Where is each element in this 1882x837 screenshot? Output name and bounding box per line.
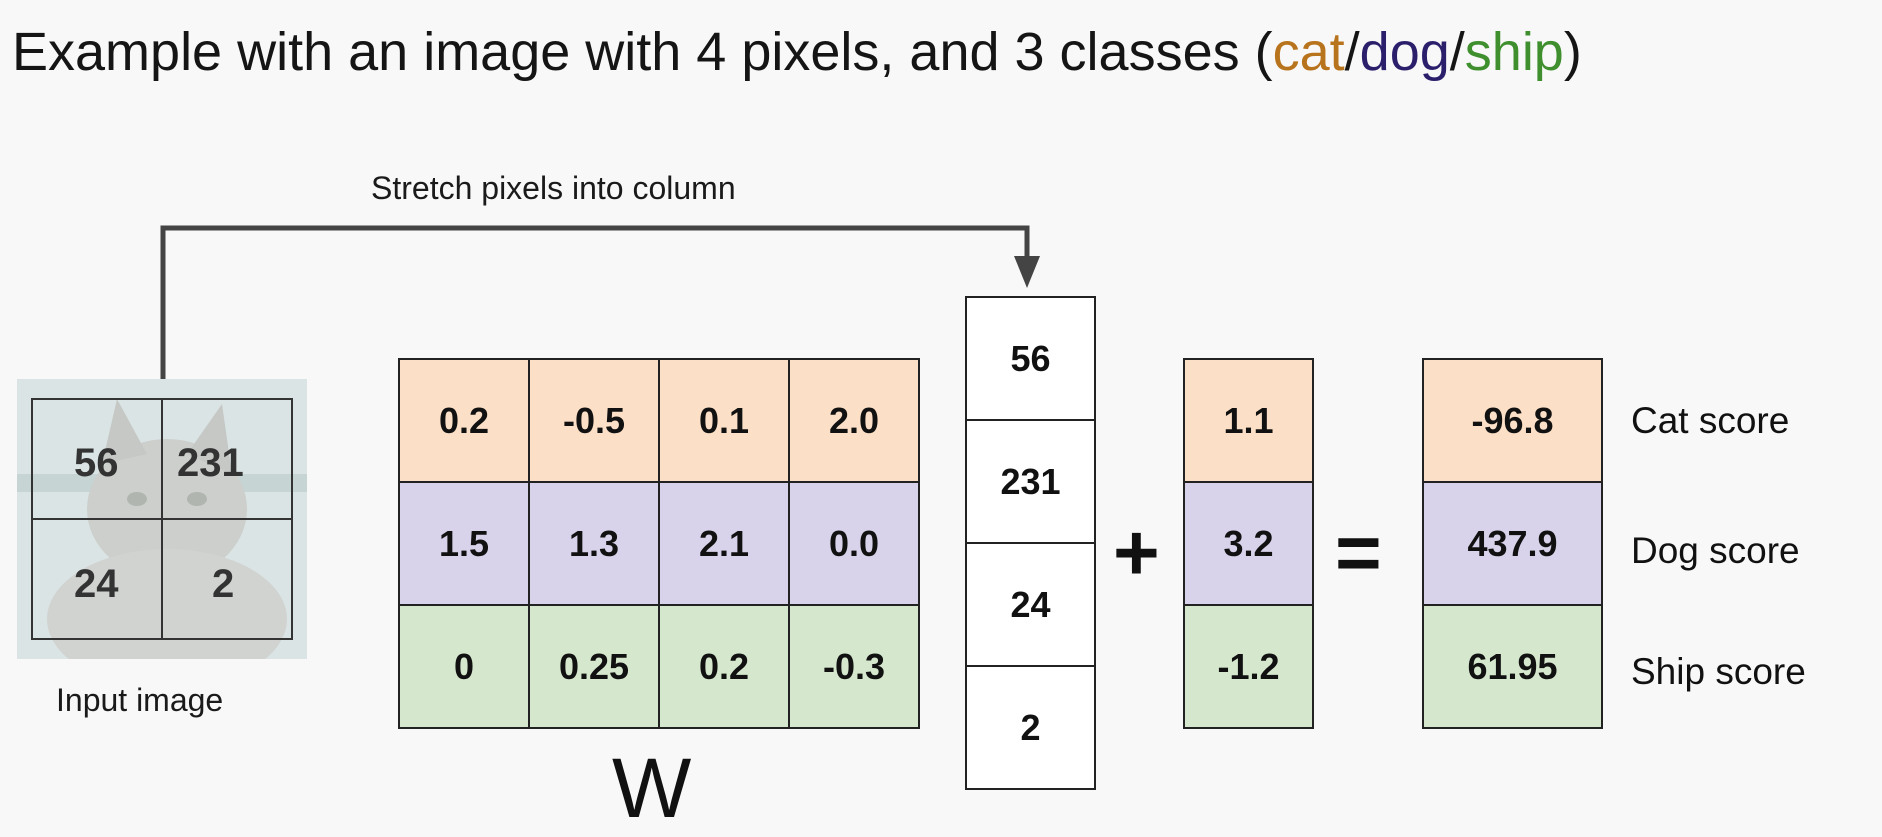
title-sep-1: / bbox=[1344, 22, 1360, 82]
title-ship: ship bbox=[1464, 22, 1564, 82]
column-cell: 2 bbox=[965, 665, 1096, 790]
weights-label: W bbox=[612, 741, 692, 835]
score-cell: 61.95 bbox=[1422, 604, 1603, 729]
weight-cell: -0.5 bbox=[528, 358, 660, 483]
input-pixel: 56 bbox=[74, 441, 119, 485]
title-dog: dog bbox=[1359, 22, 1450, 82]
cat-photo-icon bbox=[17, 379, 307, 659]
input-pixel: 2 bbox=[212, 562, 235, 606]
weight-cell: 0.2 bbox=[658, 604, 790, 729]
equals-sign: = bbox=[1335, 508, 1382, 597]
weight-cell: 1.5 bbox=[398, 481, 530, 606]
arrow-caption: Stretch pixels into column bbox=[371, 170, 736, 206]
weight-cell: 1.3 bbox=[528, 481, 660, 606]
bias-cell: -1.2 bbox=[1183, 604, 1314, 729]
column-cell: 231 bbox=[965, 419, 1096, 544]
score-cell: -96.8 bbox=[1422, 358, 1603, 483]
title-cat: cat bbox=[1272, 22, 1345, 82]
weight-cell: 0.2 bbox=[398, 358, 530, 483]
weight-cell: 2.1 bbox=[658, 481, 790, 606]
weight-cell: 0.25 bbox=[528, 604, 660, 729]
weight-cell: -0.3 bbox=[788, 604, 920, 729]
weight-cell: 0 bbox=[398, 604, 530, 729]
input-caption: Input image bbox=[56, 682, 224, 718]
bias-cell: 1.1 bbox=[1183, 358, 1314, 483]
title-sep-2: / bbox=[1449, 22, 1465, 82]
score-label: Ship score bbox=[1631, 651, 1806, 692]
column-cell: 56 bbox=[965, 296, 1096, 421]
title-prefix: Example with an image with 4 pixels, and… bbox=[12, 22, 1273, 82]
score-label: Cat score bbox=[1631, 400, 1790, 441]
input-pixel: 24 bbox=[74, 562, 119, 606]
title-suffix: ) bbox=[1563, 22, 1582, 82]
weight-cell: 0.1 bbox=[658, 358, 790, 483]
input-pixel: 231 bbox=[177, 441, 244, 485]
column-cell: 24 bbox=[965, 542, 1096, 667]
bias-cell: 3.2 bbox=[1183, 481, 1314, 606]
arrow-line bbox=[160, 225, 1030, 379]
arrow-head bbox=[1014, 256, 1040, 288]
score-cell: 437.9 bbox=[1422, 481, 1603, 606]
weight-cell: 0.0 bbox=[788, 481, 920, 606]
weight-cell: 2.0 bbox=[788, 358, 920, 483]
slide-title: Example with an image with 4 pixels, and… bbox=[12, 12, 1582, 92]
score-label: Dog score bbox=[1631, 530, 1800, 571]
plus-sign: + bbox=[1113, 508, 1160, 597]
input-image: 56 231 24 2 bbox=[17, 379, 307, 659]
